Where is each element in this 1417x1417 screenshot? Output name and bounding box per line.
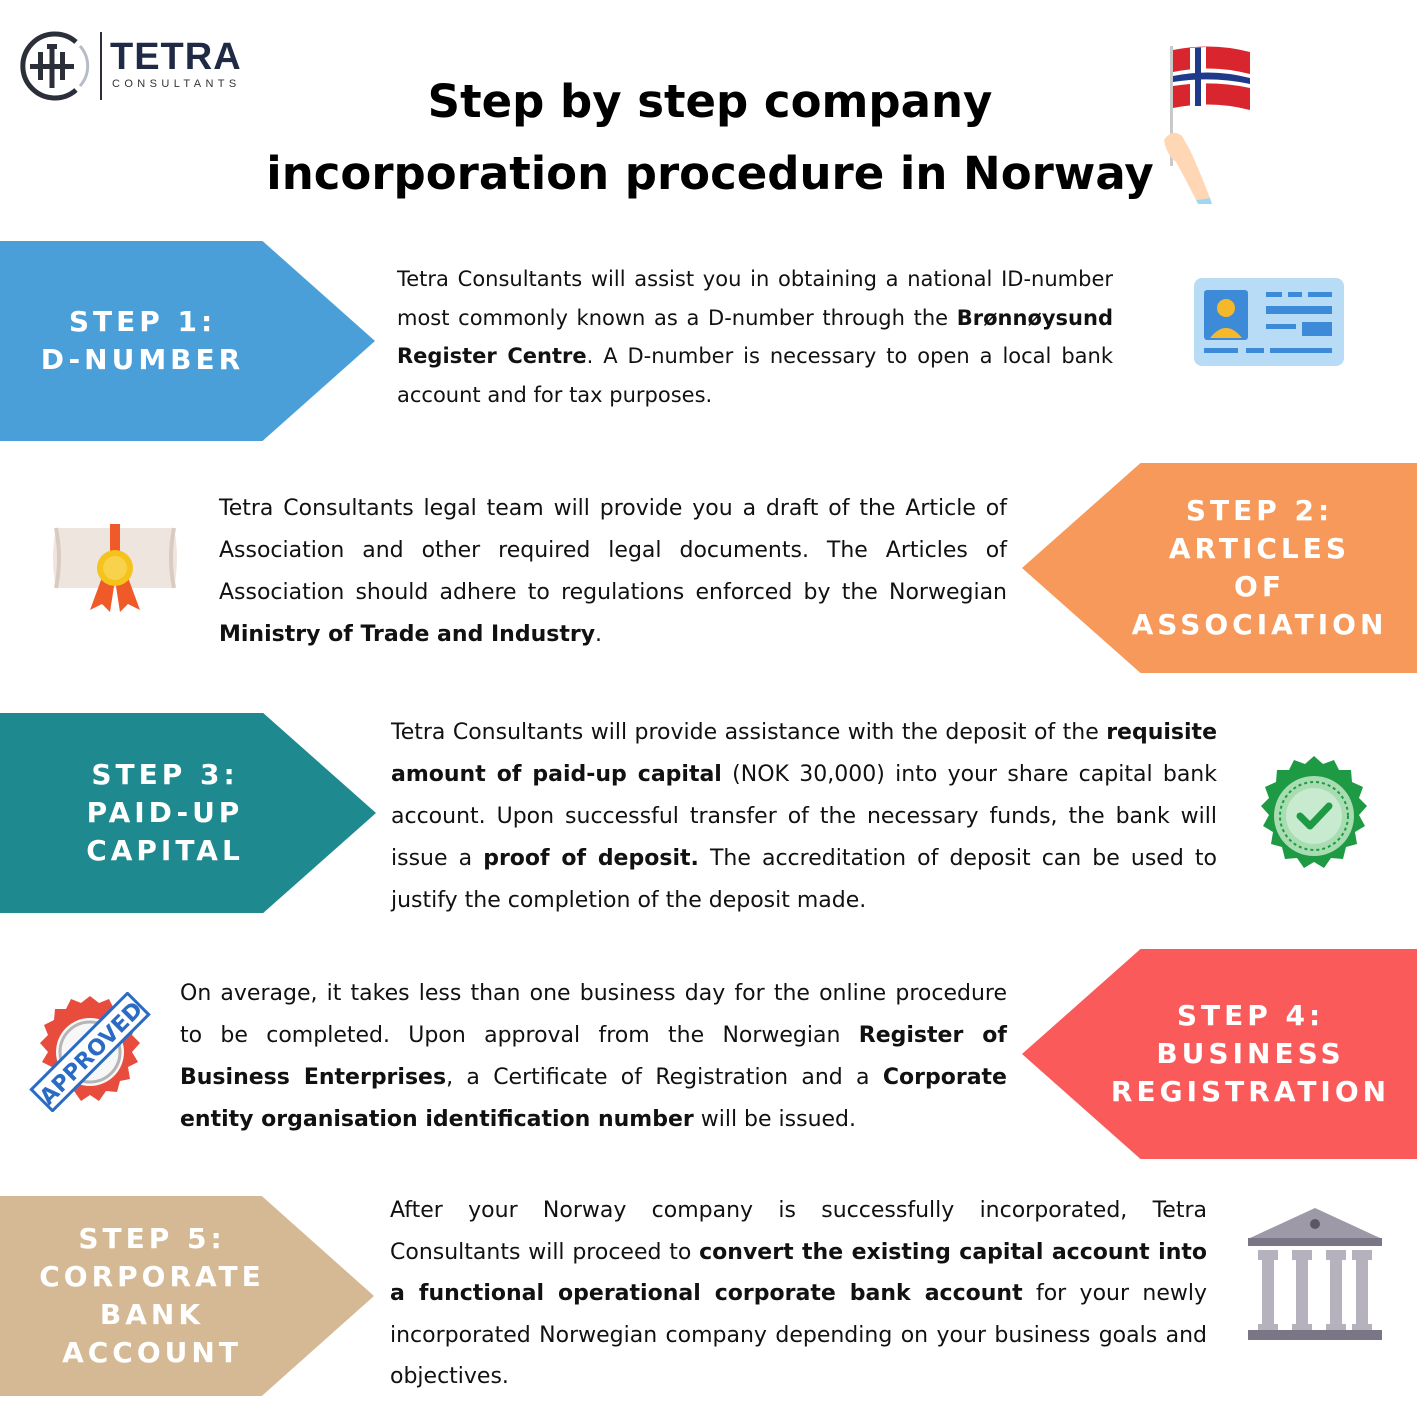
step-2-label-line: STEP 2: (1185, 494, 1334, 527)
step-5-label-line: STEP 5: (78, 1222, 226, 1255)
tetra-logo-icon (20, 31, 90, 101)
text-run: for your newly incorporated Norwegian co… (390, 1281, 1207, 1389)
title-line-1: Step by step company (427, 75, 993, 128)
text-run-bold: requisite amount of paid-up capital (391, 720, 1217, 787)
step-4-label-line: BUSINESS (1156, 1037, 1345, 1070)
step-1-label-line: D-NUMBER (40, 343, 245, 376)
step-2-label-line: OF (1234, 570, 1285, 603)
text-run: After your Norway company is successfull… (390, 1198, 1207, 1265)
step-2-label-line: ARTICLES (1168, 532, 1351, 565)
step-5-label-line: ACCOUNT (62, 1336, 242, 1369)
text-run: (NOK 30,000) into your share capital ban… (391, 762, 1217, 871)
step-4-description: On average, it takes less than one busin… (180, 973, 1007, 1141)
text-run: Tetra Consultants will provide assistanc… (391, 720, 1107, 745)
step-3-label-line: PAID-UP (86, 796, 244, 829)
text-run: . A D-number is necessary to open a loca… (397, 344, 1113, 407)
id-card-icon (1194, 278, 1344, 366)
text-run: Tetra Consultants will assist you in obt… (397, 267, 1113, 330)
step-3-description: Tetra Consultants will provide assistanc… (391, 712, 1217, 922)
step-5-label: STEP 5: CORPORATE BANK ACCOUNT (0, 1196, 374, 1396)
text-run: . (595, 622, 603, 647)
step-1-label: STEP 1: D-NUMBER (0, 241, 375, 441)
logo-divider (100, 32, 102, 100)
step-5-description: After your Norway company is successfull… (390, 1190, 1207, 1398)
step-2-description: Tetra Consultants legal team will provid… (219, 488, 1007, 656)
step-4-label: STEP 4: BUSINESS REGISTRATION (1022, 949, 1417, 1159)
step-2-label: STEP 2: ARTICLES OF ASSOCIATION (1022, 463, 1417, 673)
text-run: , a Certificate of Registration and a (446, 1065, 883, 1090)
text-run-bold: Brønnøysund Register Centre (397, 305, 1113, 369)
step-3-label: STEP 3: PAID-UP CAPITAL (0, 713, 376, 913)
step-1-label-line: STEP 1: (68, 305, 217, 338)
title-line-2: incorporation procedure in Norway (266, 147, 1154, 200)
text-run-bold: Ministry of Trade and Industry (219, 622, 596, 647)
step-5-label-line: BANK (99, 1298, 205, 1331)
verified-badge-icon (1261, 756, 1367, 868)
text-run-bold: convert the existing capital account int… (390, 1239, 1207, 1307)
step-3-label-line: CAPITAL (86, 834, 244, 867)
norway-flag-icon (1164, 46, 1250, 204)
page-title: Step by step company incorporation proce… (260, 66, 1160, 210)
approved-stamp-icon: APPROVED (29, 992, 151, 1112)
text-run-bold: Corporate entity organisation identifica… (180, 1065, 1007, 1132)
step-2-label-line: ASSOCIATION (1131, 608, 1388, 641)
company-logo: TETRA CONSULTANTS (14, 28, 254, 106)
step-5-label-line: CORPORATE (39, 1260, 265, 1293)
diploma-icon (53, 524, 177, 612)
step-4-label-line: REGISTRATION (1110, 1075, 1391, 1108)
text-run-bold: Register of Business Enterprises (180, 1023, 1007, 1090)
text-run: On average, it takes less than one busin… (180, 981, 1007, 1048)
step-1-description: Tetra Consultants will assist you in obt… (397, 260, 1113, 414)
step-4-label-line: STEP 4: (1176, 999, 1325, 1032)
bank-building-icon (1248, 1208, 1382, 1340)
text-run-bold: proof of deposit. (483, 846, 699, 871)
logo-name: TETRA (110, 36, 242, 78)
text-run: will be issued. (693, 1107, 857, 1132)
text-run: Tetra Consultants legal team will provid… (219, 496, 1007, 605)
step-3-label-line: STEP 3: (91, 758, 239, 791)
text-run: The accreditation of deposit can be used… (391, 846, 1217, 913)
logo-tagline: CONSULTANTS (112, 78, 241, 90)
